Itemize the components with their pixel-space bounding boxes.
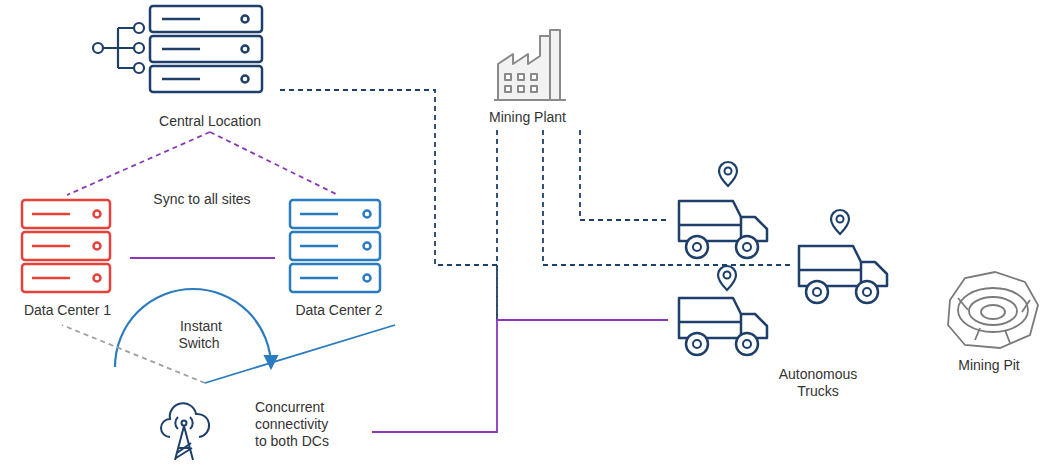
connector-line [543,130,668,265]
factory-icon [494,30,566,100]
central-server-icon [150,6,262,92]
connector-line [497,130,668,320]
branch-symbol [93,23,144,73]
connector-line [580,130,668,220]
node-label: Concurrent connectivity to both DCs [255,399,340,450]
label-text: Instant Switch [178,318,222,351]
node-label: Mining Pit [958,357,1019,374]
connector-line [67,132,210,195]
mining-plant: Mining Plant [470,30,585,130]
data-center: Data Center 1 [5,195,130,325]
node-label: Data Center 2 [295,302,382,319]
node-label: Central Location [159,113,261,130]
node-label: Mining Plant [489,109,566,126]
central-location: Central Location [140,4,280,132]
sync-label: Sync to all sites [137,191,267,208]
connector-line [205,325,395,383]
mining-pit: Mining Pit [935,268,1043,376]
switch-label: Instant Switch [172,318,228,352]
data-center-1-icon [22,200,110,292]
connector-line [210,132,338,195]
truck-feed-line [668,264,792,266]
connector-line [130,257,275,259]
mining-pit-icon [948,272,1038,348]
truck-group: Autonomous Trucks [668,160,900,402]
label-text: Sync to all sites [151,191,252,207]
data-center: Data Center 2 [275,195,403,325]
connector-line [372,320,668,432]
node-label: Data Center 1 [24,302,111,319]
data-center-2-icon [290,200,380,292]
antenna-icon [161,403,209,460]
node-label: Autonomous Trucks [768,366,868,400]
truck-icons [679,162,887,355]
connectivity-node: Concurrent connectivity to both DCs [150,383,372,465]
connector-line [280,90,668,320]
